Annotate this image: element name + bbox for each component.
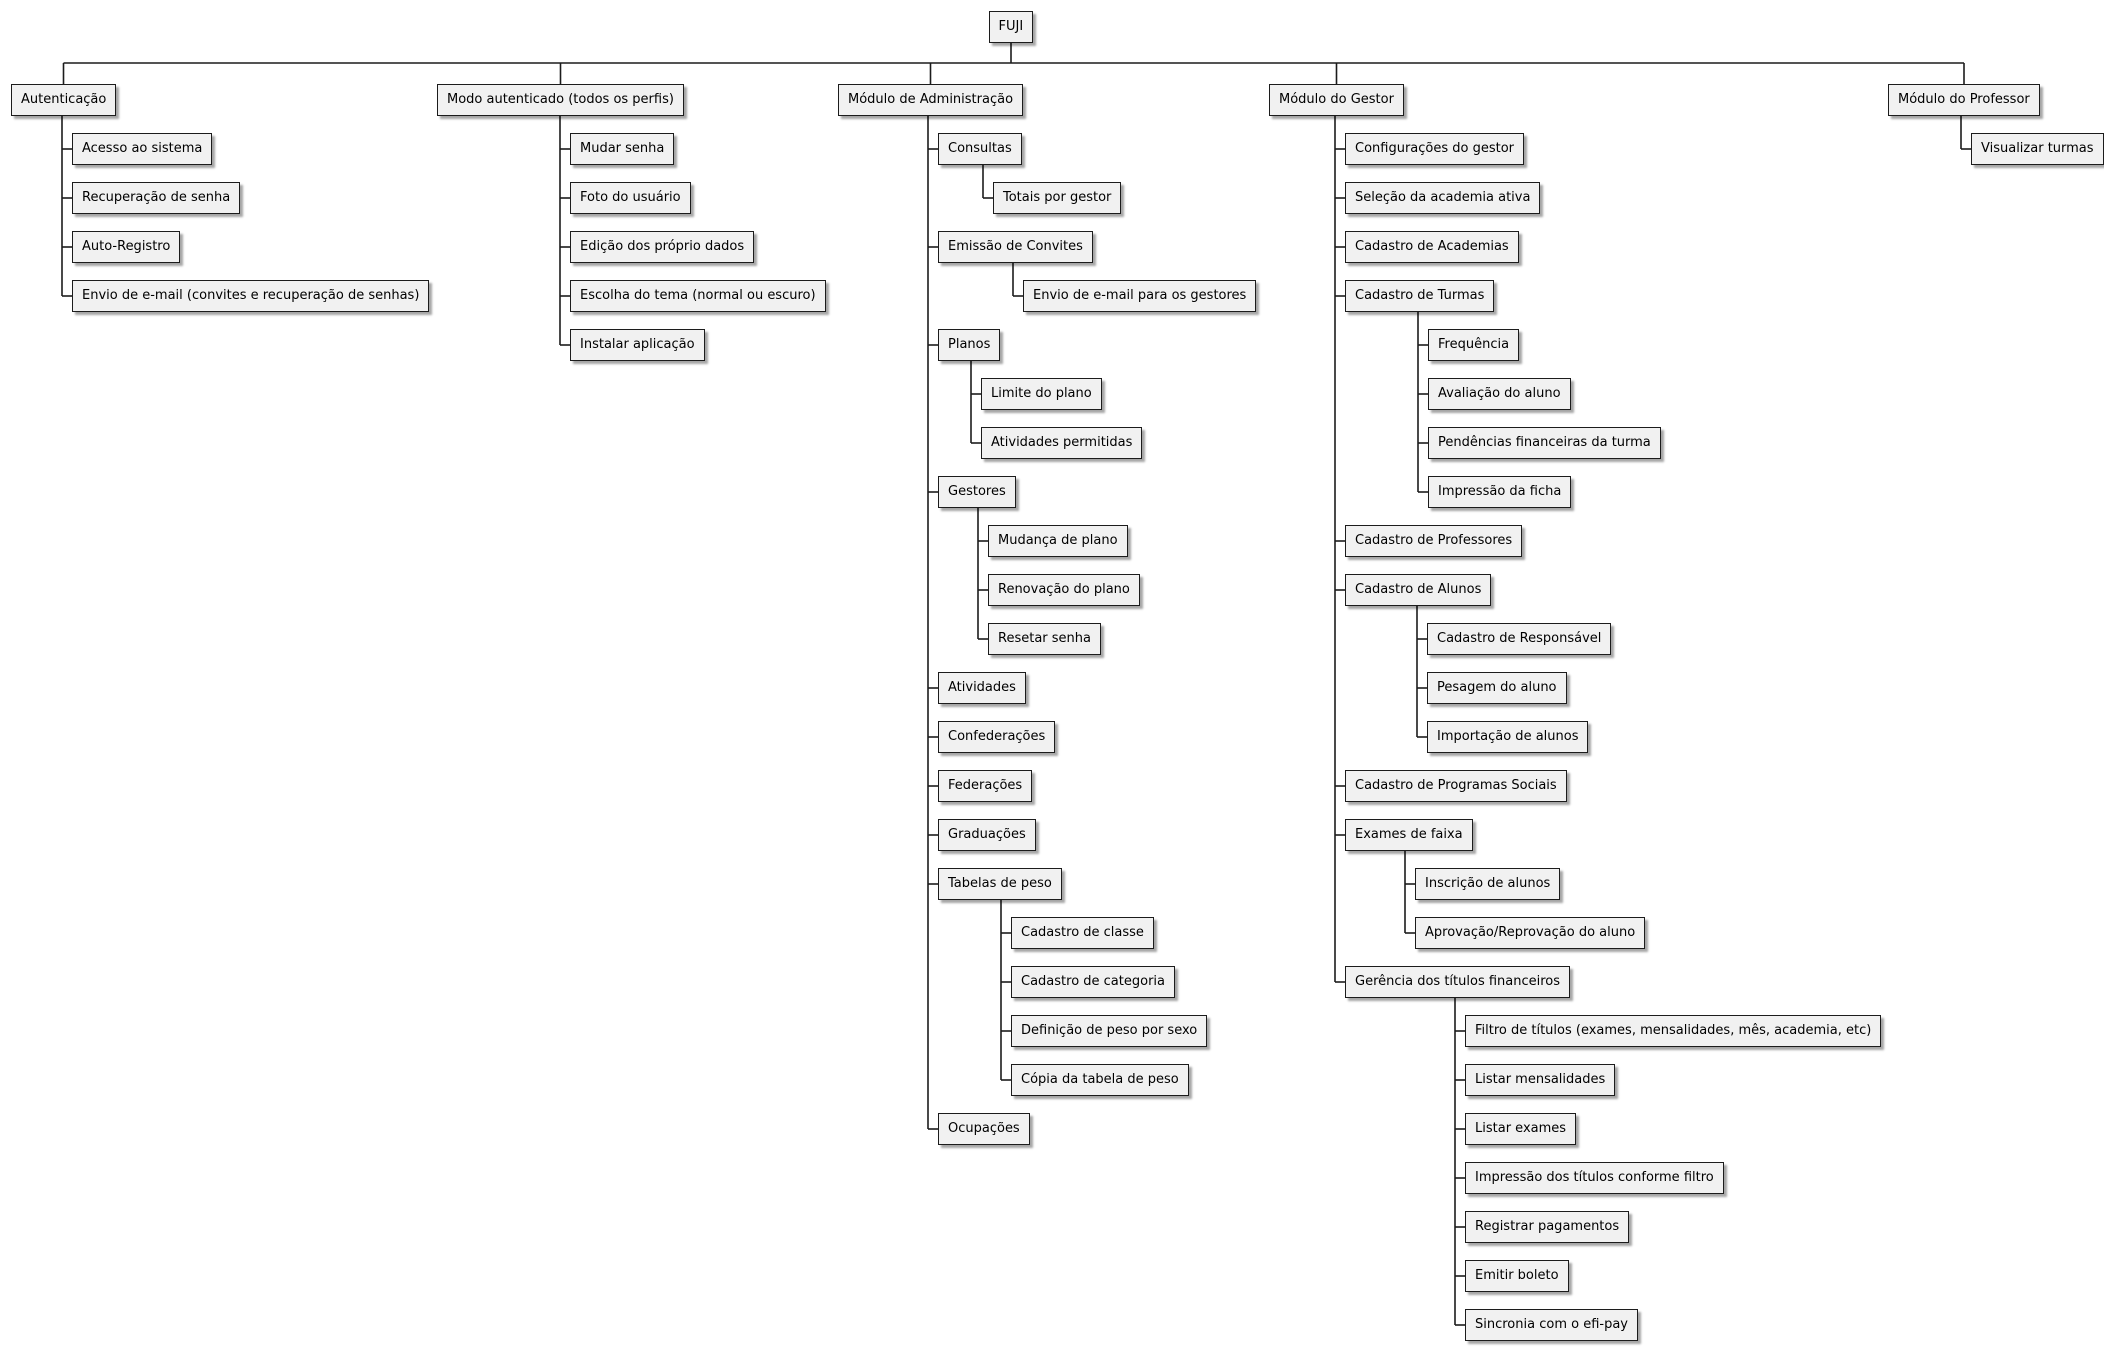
node-cadastro-de-responsavel: Cadastro de Responsável [1427, 623, 1612, 655]
node-planos: Planos [938, 329, 1001, 361]
node-confederacoes: Confederações [938, 721, 1056, 753]
node-fuji: FUJI [988, 11, 1034, 43]
node-listar-exames: Listar exames [1465, 1113, 1577, 1145]
node-exames-de-faixa: Exames de faixa [1345, 819, 1473, 851]
node-ocupacoes: Ocupações [938, 1113, 1030, 1145]
node-sincronia-com-o-efi-pay: Sincronia com o efi-pay [1465, 1309, 1638, 1341]
node-mudanca-de-plano: Mudança de plano [988, 525, 1128, 557]
node-impressao-da-ficha: Impressão da ficha [1428, 476, 1572, 508]
node-cadastro-de-turmas: Cadastro de Turmas [1345, 280, 1495, 312]
node-gerencia-dos-titulos-financeiros: Gerência dos títulos financeiros [1345, 966, 1571, 998]
node-modulo-do-professor: Módulo do Professor [1888, 84, 2040, 116]
node-totais-por-gestor: Totais por gestor [993, 182, 1122, 214]
node-atividades-permitidas: Atividades permitidas [981, 427, 1143, 459]
node-cadastro-de-professores: Cadastro de Professores [1345, 525, 1523, 557]
node-escolha-do-tema-normal-ou-escuro: Escolha do tema (normal ou escuro) [570, 280, 826, 312]
node-atividades: Atividades [938, 672, 1026, 704]
node-limite-do-plano: Limite do plano [981, 378, 1102, 410]
node-definicao-de-peso-por-sexo: Definição de peso por sexo [1011, 1015, 1208, 1047]
node-visualizar-turmas: Visualizar turmas [1971, 133, 2104, 165]
node-auto-registro: Auto-Registro [72, 231, 181, 263]
node-graduacoes: Graduações [938, 819, 1036, 851]
node-cadastro-de-programas-sociais: Cadastro de Programas Sociais [1345, 770, 1567, 802]
node-configuracoes-do-gestor: Configurações do gestor [1345, 133, 1525, 165]
node-recuperacao-de-senha: Recuperação de senha [72, 182, 241, 214]
node-gestores: Gestores [938, 476, 1016, 508]
node-inscricao-de-alunos: Inscrição de alunos [1415, 868, 1561, 900]
node-foto-do-usuario: Foto do usuário [570, 182, 691, 214]
node-filtro-de-titulos-exames-mensalidades-mes-academia-etc: Filtro de títulos (exames, mensalidades,… [1465, 1015, 1882, 1047]
node-importacao-de-alunos: Importação de alunos [1427, 721, 1589, 753]
node-acesso-ao-sistema: Acesso ao sistema [72, 133, 213, 165]
node-cadastro-de-alunos: Cadastro de Alunos [1345, 574, 1492, 606]
node-avaliacao-do-aluno: Avaliação do aluno [1428, 378, 1571, 410]
node-emissao-de-convites: Emissão de Convites [938, 231, 1093, 263]
node-aprovacao-reprovacao-do-aluno: Aprovação/Reprovação do aluno [1415, 917, 1646, 949]
node-autenticacao: Autenticação [11, 84, 117, 116]
node-impressao-dos-titulos-conforme-filtro: Impressão dos títulos conforme filtro [1465, 1162, 1724, 1194]
node-cadastro-de-academias: Cadastro de Academias [1345, 231, 1519, 263]
node-modo-autenticado-todos-os-perfis: Modo autenticado (todos os perfis) [437, 84, 684, 116]
node-tabelas-de-peso: Tabelas de peso [938, 868, 1062, 900]
node-copia-da-tabela-de-peso: Cópia da tabela de peso [1011, 1064, 1189, 1096]
node-selecao-da-academia-ativa: Seleção da academia ativa [1345, 182, 1541, 214]
node-federacoes: Federações [938, 770, 1033, 802]
node-cadastro-de-categoria: Cadastro de categoria [1011, 966, 1175, 998]
node-registrar-pagamentos: Registrar pagamentos [1465, 1211, 1630, 1243]
node-resetar-senha: Resetar senha [988, 623, 1101, 655]
node-pendencias-financeiras-da-turma: Pendências financeiras da turma [1428, 427, 1661, 459]
node-listar-mensalidades: Listar mensalidades [1465, 1064, 1616, 1096]
node-pesagem-do-aluno: Pesagem do aluno [1427, 672, 1567, 704]
node-edicao-dos-proprio-dados: Edição dos próprio dados [570, 231, 755, 263]
node-renovacao-do-plano: Renovação do plano [988, 574, 1140, 606]
node-envio-de-e-mail-convites-e-recuperacao-de-senhas: Envio de e-mail (convites e recuperação … [72, 280, 430, 312]
node-consultas: Consultas [938, 133, 1022, 165]
node-modulo-de-administracao: Módulo de Administração [838, 84, 1024, 116]
node-modulo-do-gestor: Módulo do Gestor [1269, 84, 1404, 116]
node-instalar-aplicacao: Instalar aplicação [570, 329, 705, 361]
node-emitir-boleto: Emitir boleto [1465, 1260, 1569, 1292]
node-frequencia: Frequência [1428, 329, 1520, 361]
node-mudar-senha: Mudar senha [570, 133, 675, 165]
node-envio-de-e-mail-para-os-gestores: Envio de e-mail para os gestores [1023, 280, 1257, 312]
node-cadastro-de-classe: Cadastro de classe [1011, 917, 1154, 949]
